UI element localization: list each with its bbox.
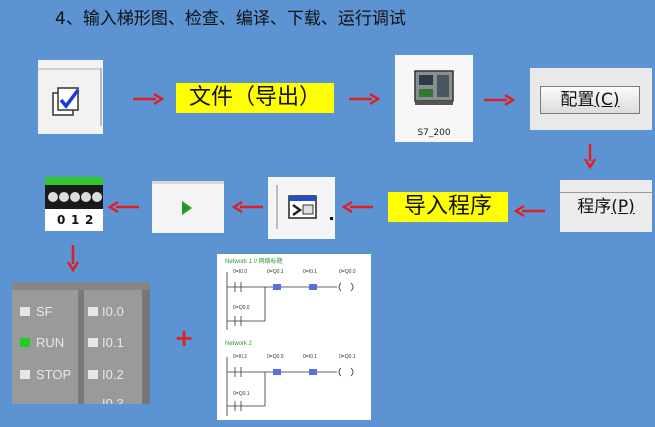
io-digit: 1 [71, 213, 80, 227]
contact-label: 0=I0.0 [233, 269, 248, 275]
plc-status-panel: SF RUN STOP I0.0 I0.1 I0.2 I0.3 [12, 282, 150, 404]
plus-sign: + [174, 324, 195, 352]
s7-200-icon-tile[interactable]: S7_200 [395, 55, 473, 142]
export-label: 文件（导出） [176, 83, 334, 113]
input-label: I0.1 [102, 335, 124, 350]
coil-label: 0=Q0.0 [339, 269, 356, 275]
stop-label: STOP [36, 367, 72, 382]
download-button[interactable] [268, 177, 335, 239]
arrow-right-icon [484, 93, 515, 107]
contact-label: 0=I0.1 [303, 269, 318, 275]
program-panel: 程序(P) [560, 180, 652, 232]
arrow-left-icon [232, 200, 263, 214]
download-icon [288, 195, 317, 219]
program-button[interactable]: 程序(P) [564, 194, 648, 222]
arrow-down-icon [66, 245, 80, 272]
io-module-icon [45, 177, 103, 209]
arrow-right-icon [133, 92, 164, 106]
page-title: 4、输入梯形图、检查、编译、下载、运行调试 [55, 9, 406, 29]
branch-label: 0=Q0.1 [233, 391, 250, 397]
config-panel: 配置(C) [530, 68, 652, 130]
config-button[interactable]: 配置(C) [540, 86, 640, 114]
branch-label: 0=Q0.0 [233, 305, 250, 311]
run-icon [182, 201, 192, 215]
contact-label: 0=Q0.1 [267, 269, 284, 275]
io-digit: 2 [85, 213, 94, 227]
ladder-diagram: Network 1 // 网络标题 0=I0.0 0=Q0.1 0=I0.1 0… [217, 254, 371, 420]
network-title: Network 2 [225, 341, 253, 347]
io-module-tile: 0 1 2 [45, 177, 103, 231]
input-led [88, 307, 98, 316]
check-compile-icon [52, 87, 80, 116]
compile-check-button[interactable] [38, 60, 103, 134]
input-led [88, 338, 98, 347]
input-label: I0.2 [102, 367, 124, 382]
run-label: RUN [36, 335, 65, 350]
coil-label: 0=Q0.1 [339, 354, 356, 360]
plc-cpu-icon [414, 70, 454, 105]
s7-label: S7_200 [417, 128, 451, 138]
stop-led [20, 370, 30, 379]
contact-label: 0=I0.1 [303, 354, 318, 360]
arrow-right-icon [349, 92, 380, 106]
arrow-down-icon [583, 144, 597, 169]
run-led [20, 338, 30, 347]
program-button-text: 程序 [577, 197, 612, 217]
sf-led [20, 307, 30, 316]
arrow-left-icon [514, 204, 545, 218]
run-button[interactable] [152, 181, 224, 233]
contact-label: 0=I0.2 [233, 354, 248, 360]
io-digit: 0 [57, 213, 66, 227]
contact-label: 0=Q0.0 [267, 354, 284, 360]
config-button-accel: (C) [594, 90, 620, 110]
sf-label: SF [36, 304, 53, 319]
input-label: I0.3 [102, 396, 124, 404]
program-button-accel: (P) [611, 197, 635, 217]
network-title: Network 1 // 网络标题 [225, 259, 283, 265]
arrow-left-icon [342, 200, 373, 214]
import-label: 导入程序 [388, 192, 508, 222]
config-button-text: 配置 [560, 90, 595, 110]
arrow-left-icon [108, 200, 139, 214]
ladder-rungs [226, 272, 354, 416]
input-led [88, 370, 98, 379]
input-label: I0.0 [102, 304, 124, 319]
